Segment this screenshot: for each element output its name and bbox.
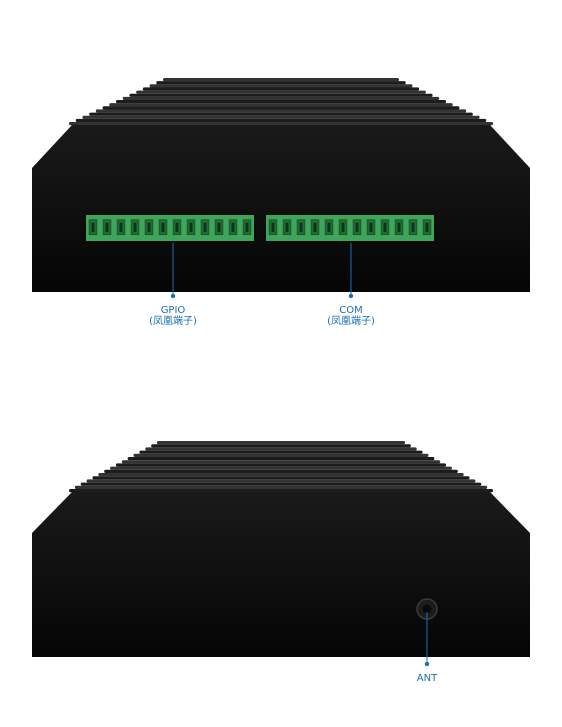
device-body-front xyxy=(32,125,530,292)
gpio-label: GPIO (凤凰端子) xyxy=(113,305,233,327)
com-label: COM (凤凰端子) xyxy=(291,305,411,327)
heatsink-fin xyxy=(95,109,467,113)
terminal-screw-slot xyxy=(217,222,221,232)
heatsink-fin xyxy=(156,81,406,85)
device-body-rear xyxy=(32,492,530,657)
terminal-screw-slot xyxy=(369,222,373,232)
heatsink-fin xyxy=(157,441,405,445)
heatsink-fin xyxy=(151,444,411,448)
terminal-screw-slot xyxy=(203,222,207,232)
heatsink-fin xyxy=(127,457,435,461)
heatsink-fin xyxy=(102,106,460,110)
heatsink-fin xyxy=(92,476,470,480)
heatsink-fins-front xyxy=(69,78,493,126)
terminal-screw-slot xyxy=(119,222,123,232)
heatsink-fin xyxy=(69,122,493,126)
terminal-screw-slot xyxy=(161,222,165,232)
terminal-screw-slot xyxy=(189,222,193,232)
terminal-screw-slot xyxy=(397,222,401,232)
heatsink-fin xyxy=(133,453,429,457)
front-view xyxy=(32,78,530,299)
terminal-screw-slot xyxy=(341,222,345,232)
heatsink-fin xyxy=(139,450,423,454)
terminal-screw-slot xyxy=(355,222,359,232)
com-leader-dot xyxy=(348,293,354,299)
heatsink-fin xyxy=(74,485,488,489)
heatsink-fin xyxy=(82,115,480,119)
terminal-housing xyxy=(266,215,434,241)
heatsink-fin xyxy=(129,93,433,97)
heatsink-fin xyxy=(86,479,476,483)
rear-view xyxy=(32,441,530,667)
terminal-screw-slot xyxy=(327,222,331,232)
terminal-screw-slot xyxy=(91,222,95,232)
heatsink-fin xyxy=(110,466,452,470)
heatsink-fins-rear xyxy=(69,441,493,493)
terminal-screw-slot xyxy=(425,222,429,232)
heatsink-fin xyxy=(69,489,493,493)
ant-leader-dot xyxy=(424,661,430,667)
terminal-screw-slot xyxy=(245,222,249,232)
heatsink-fin xyxy=(89,112,473,116)
heatsink-fin xyxy=(149,84,413,88)
terminal-screw-slot xyxy=(133,222,137,232)
heatsink-fin xyxy=(145,447,417,451)
heatsink-fin xyxy=(75,118,487,123)
terminal-screw-slot xyxy=(105,222,109,232)
heatsink-fin xyxy=(163,78,399,82)
heatsink-fin xyxy=(121,460,441,464)
ant-label-name: ANT xyxy=(416,673,438,684)
heatsink-fin xyxy=(104,469,458,473)
heatsink-fin xyxy=(116,100,446,104)
heatsink-fin xyxy=(98,473,464,477)
com-label-name: COM xyxy=(339,305,363,316)
heatsink-fin xyxy=(115,463,447,467)
terminal-screw-slot xyxy=(383,222,387,232)
heatsink-fin xyxy=(109,103,453,107)
gpio-label-sub: (凤凰端子) xyxy=(149,316,197,327)
heatsink-fin xyxy=(142,87,420,91)
terminal-screw-slot xyxy=(299,222,303,232)
terminal-screw-slot xyxy=(271,222,275,232)
terminal-screw-slot xyxy=(285,222,289,232)
gpio-terminal-block xyxy=(86,215,254,241)
ant-label: ANT xyxy=(367,673,487,684)
terminal-screw-slot xyxy=(313,222,317,232)
com-terminal-block xyxy=(266,215,434,241)
heatsink-fin xyxy=(122,96,440,101)
terminal-screw-slot xyxy=(231,222,235,232)
heatsink-fin xyxy=(136,90,426,94)
terminal-screw-slot xyxy=(175,222,179,232)
gpio-label-name: GPIO xyxy=(160,305,186,316)
heatsink-fin xyxy=(80,482,482,486)
com-label-sub: (凤凰端子) xyxy=(327,316,375,327)
terminal-housing xyxy=(86,215,254,241)
terminal-screw-slot xyxy=(147,222,151,232)
gpio-leader-dot xyxy=(170,293,176,299)
terminal-screw-slot xyxy=(411,222,415,232)
